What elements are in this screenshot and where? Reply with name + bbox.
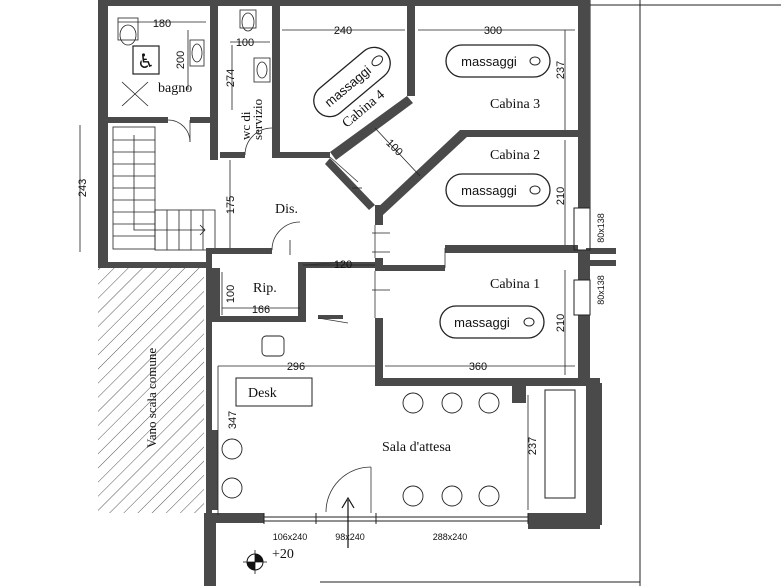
room-cabina2: Cabina 2 — [490, 148, 540, 163]
stairwell-hatch — [98, 268, 204, 513]
dim-274: 274 — [225, 69, 237, 87]
opening-size-3: 288x240 — [433, 532, 468, 542]
svg-text:♿: ♿ — [137, 49, 155, 73]
window-size-2: 80x138 — [596, 275, 606, 305]
dim-120: 120 — [334, 259, 352, 271]
room-dis: Dis. — [275, 202, 298, 217]
bed-label: massaggi — [461, 183, 517, 198]
elevation-label: +20 — [272, 547, 294, 562]
bed-label: massaggi — [461, 54, 517, 69]
stairs — [112, 126, 216, 251]
walls — [98, 0, 616, 586]
room-bagno: bagno — [158, 81, 192, 96]
fixtures — [117, 9, 271, 107]
windows — [263, 207, 591, 524]
dim-200: 200 — [175, 51, 187, 69]
dim-100-wc: 100 — [236, 37, 254, 49]
room-rip: Rip. — [253, 281, 277, 296]
room-sala: Sala d'attesa — [382, 440, 452, 455]
wheelchair-icon: ♿ — [132, 45, 160, 75]
dim-210-cabina2: 210 — [555, 187, 567, 205]
dimension-lines — [79, 21, 575, 515]
window-size-1: 80x138 — [596, 213, 606, 243]
dim-180: 180 — [153, 18, 171, 30]
dim-240: 240 — [334, 25, 352, 37]
dim-300: 300 — [484, 25, 502, 37]
room-desk: Desk — [248, 386, 277, 401]
bed-label: massaggi — [454, 315, 510, 330]
room-wc: wc diservizio — [238, 99, 265, 140]
dim-243: 243 — [77, 179, 89, 197]
entrance-arrow-icon — [341, 496, 355, 548]
chairs — [221, 335, 500, 507]
cut-marks — [289, 187, 390, 291]
opening-size-1: 106x240 — [273, 532, 308, 542]
dim-166: 166 — [252, 304, 270, 316]
doors — [167, 119, 446, 513]
dim-347: 347 — [227, 411, 239, 429]
elevation-marker-icon — [243, 550, 267, 574]
dim-237-sala: 237 — [527, 437, 539, 455]
dim-175: 175 — [225, 196, 237, 214]
opening-size-2: 98x240 — [335, 532, 365, 542]
desk — [235, 377, 313, 407]
dim-360: 360 — [469, 361, 487, 373]
room-cabina3: Cabina 3 — [490, 97, 540, 112]
massage-bed-cabina2: massaggi — [445, 173, 551, 207]
dim-100-rip: 100 — [225, 285, 237, 303]
room-cabina1: Cabina 1 — [490, 277, 540, 292]
dim-296: 296 — [287, 361, 305, 373]
dim-237-cabina3: 237 — [555, 61, 567, 79]
massage-bed-cabina1: massaggi — [439, 305, 545, 339]
room-vano: Vano scala comune — [144, 348, 159, 449]
dim-210-cabina1: 210 — [555, 314, 567, 332]
massage-bed-cabina3: massaggi — [445, 44, 551, 78]
